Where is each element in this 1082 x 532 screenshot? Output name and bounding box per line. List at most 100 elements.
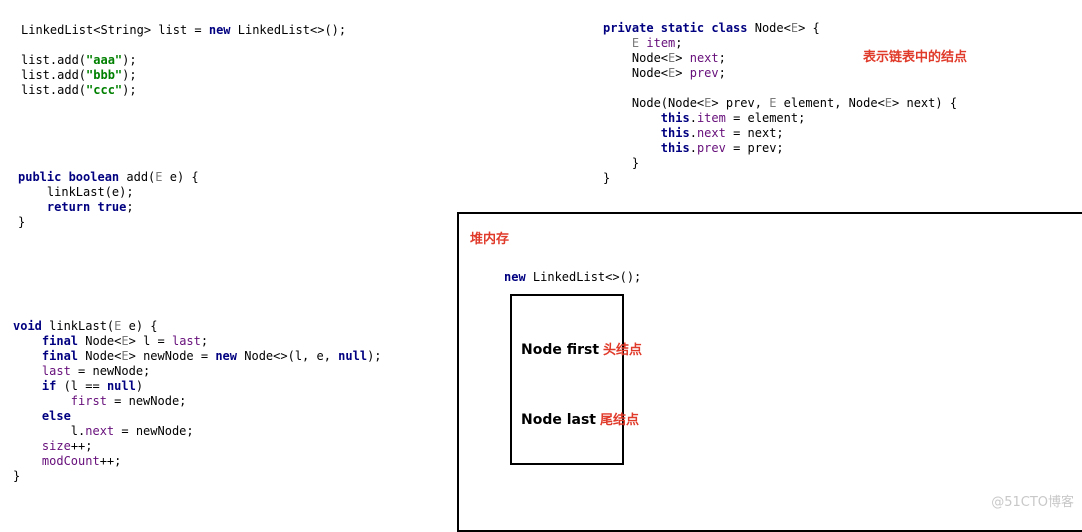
code-token: > next) {	[892, 96, 958, 110]
code-line	[21, 38, 346, 53]
code-line: private static class Node<E> {	[603, 21, 957, 36]
code-line: public boolean add(E e) {	[18, 170, 199, 185]
code-line: modCount++;	[13, 454, 382, 469]
code-token: E	[704, 96, 712, 110]
code-line: Node<E> prev;	[603, 66, 957, 81]
code-token: > l =	[128, 334, 172, 348]
code-token: e) {	[162, 170, 199, 184]
code-token: list.add(	[21, 83, 87, 97]
code-token: last	[41, 364, 71, 378]
code-token: add(	[119, 170, 156, 184]
code-token	[13, 439, 42, 453]
code-token: return true	[46, 200, 127, 214]
code-token	[603, 126, 661, 140]
code-line: }	[603, 156, 957, 171]
code-token: "aaa"	[86, 53, 123, 67]
code-line: else	[13, 409, 382, 424]
code-token: = newNode;	[114, 424, 194, 438]
code-token: }	[603, 156, 640, 170]
code-token: ;	[718, 66, 726, 80]
code-line: linkLast(e);	[18, 185, 199, 200]
code-token: ;	[718, 51, 726, 65]
code-token: Node<	[603, 51, 669, 65]
code-token: this	[660, 126, 690, 140]
code-token: );	[367, 349, 382, 363]
code-token: Node<	[603, 66, 669, 80]
code-token: next	[689, 51, 719, 65]
code-token: LinkedList<>();	[525, 270, 642, 284]
code-token: item	[696, 111, 726, 125]
watermark: @51CTO博客	[991, 495, 1074, 510]
code-line: if (l == null)	[13, 379, 382, 394]
code-token	[13, 364, 42, 378]
code-token: >	[675, 51, 690, 65]
code-token: (l ==	[56, 379, 107, 393]
code-token: new	[504, 270, 526, 284]
code-token: new	[215, 349, 238, 363]
node-class-note: 表示链表中的结点	[863, 50, 968, 65]
code-token: }	[603, 171, 611, 185]
code-line: list.add("bbb");	[21, 68, 346, 83]
heap-memory-title: 堆内存	[470, 232, 510, 247]
code-token: > prev,	[711, 96, 770, 110]
code-line: this.next = next;	[603, 126, 957, 141]
code-token: );	[122, 68, 137, 82]
code-token	[13, 409, 42, 423]
code-token: if	[41, 379, 57, 393]
code-token: ;	[126, 200, 134, 214]
code-token	[13, 394, 71, 408]
code-token: .	[689, 141, 697, 155]
code-token: last	[171, 334, 201, 348]
code-token: E	[790, 21, 799, 35]
code-token: null	[338, 349, 368, 363]
code-token: Node<	[747, 21, 791, 35]
code-token: "bbb"	[86, 68, 123, 82]
code-token: E	[114, 319, 122, 333]
code-token: = newNode;	[70, 364, 151, 378]
code-token: else	[41, 409, 71, 423]
code-token: .	[689, 126, 697, 140]
code-token	[13, 454, 42, 468]
code-line: }	[603, 171, 957, 186]
code-token: item	[646, 36, 676, 50]
code-token: e) {	[121, 319, 158, 333]
code-line: E item;	[603, 36, 957, 51]
code-line: list.add("ccc");	[21, 83, 346, 98]
code-token: ;	[200, 334, 209, 348]
code-list-usage: LinkedList<String> list = new LinkedList…	[21, 23, 346, 98]
code-token: this	[660, 111, 690, 125]
code-token: LinkedList<>();	[230, 23, 347, 37]
code-token: E	[668, 51, 676, 65]
code-token: null	[106, 379, 136, 393]
code-node-class: private static class Node<E> { E item; N…	[603, 21, 957, 186]
code-token: "ccc"	[86, 83, 123, 97]
code-token	[13, 379, 42, 393]
code-token: linkLast(e);	[18, 185, 134, 199]
code-token: E	[769, 96, 777, 110]
code-token: )	[135, 379, 144, 393]
code-token: }	[18, 215, 26, 229]
linkedlist-object-box	[510, 294, 624, 465]
code-token: = prev;	[725, 141, 784, 155]
code-token: Node<	[78, 334, 122, 348]
code-token: );	[122, 53, 137, 67]
code-token: = element;	[725, 111, 806, 125]
code-token: = newNode;	[106, 394, 187, 408]
code-line: this.prev = prev;	[603, 141, 957, 156]
code-token: E	[668, 66, 676, 80]
code-token: > {	[798, 21, 820, 35]
code-line: first = newNode;	[13, 394, 382, 409]
code-token: Node<	[78, 349, 122, 363]
code-line	[603, 81, 957, 96]
code-token: > newNode =	[128, 349, 216, 363]
code-token: public boolean	[18, 170, 120, 184]
code-token: E	[121, 349, 129, 363]
code-token: ;	[675, 36, 683, 50]
code-token: private static class	[603, 21, 748, 35]
code-token: next	[85, 424, 115, 438]
code-token: next	[696, 126, 726, 140]
code-token	[18, 200, 47, 214]
code-token: E	[631, 36, 640, 50]
code-line: this.item = element;	[603, 111, 957, 126]
